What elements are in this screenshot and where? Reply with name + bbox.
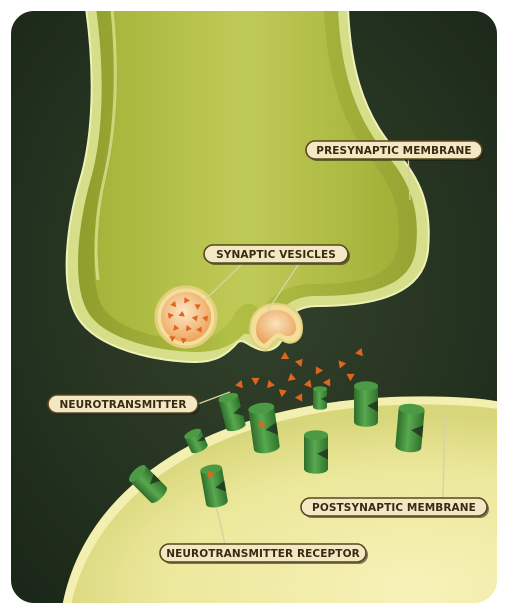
label-neurotransmitter-receptor: NEUROTRANSMITTER RECEPTOR: [166, 548, 360, 560]
callout-presynaptic-membrane: PRESYNAPTIC MEMBRANE: [306, 141, 484, 161]
label-neurotransmitter: NEUROTRANSMITTER: [60, 399, 187, 411]
neurotransmitter-receptor: [304, 430, 328, 474]
neurotransmitter-receptor: [354, 381, 378, 427]
neurotransmitter-receptor: [313, 386, 327, 410]
label-synaptic-vesicles: SYNAPTIC VESICLES: [216, 249, 336, 261]
label-presynaptic-membrane: PRESYNAPTIC MEMBRANE: [316, 145, 471, 157]
synaptic-vesicle-full: [156, 287, 216, 347]
neurotransmitter-receptor: [395, 403, 425, 453]
callout-neurotransmitter-receptor: NEUROTRANSMITTER RECEPTOR: [160, 544, 368, 564]
callout-postsynaptic-membrane: POSTSYNAPTIC MEMBRANE: [301, 498, 489, 518]
label-postsynaptic-membrane: POSTSYNAPTIC MEMBRANE: [312, 502, 476, 514]
callout-neurotransmitter: NEUROTRANSMITTER: [48, 395, 200, 415]
callout-synaptic-vesicles: SYNAPTIC VESICLES: [204, 245, 350, 265]
